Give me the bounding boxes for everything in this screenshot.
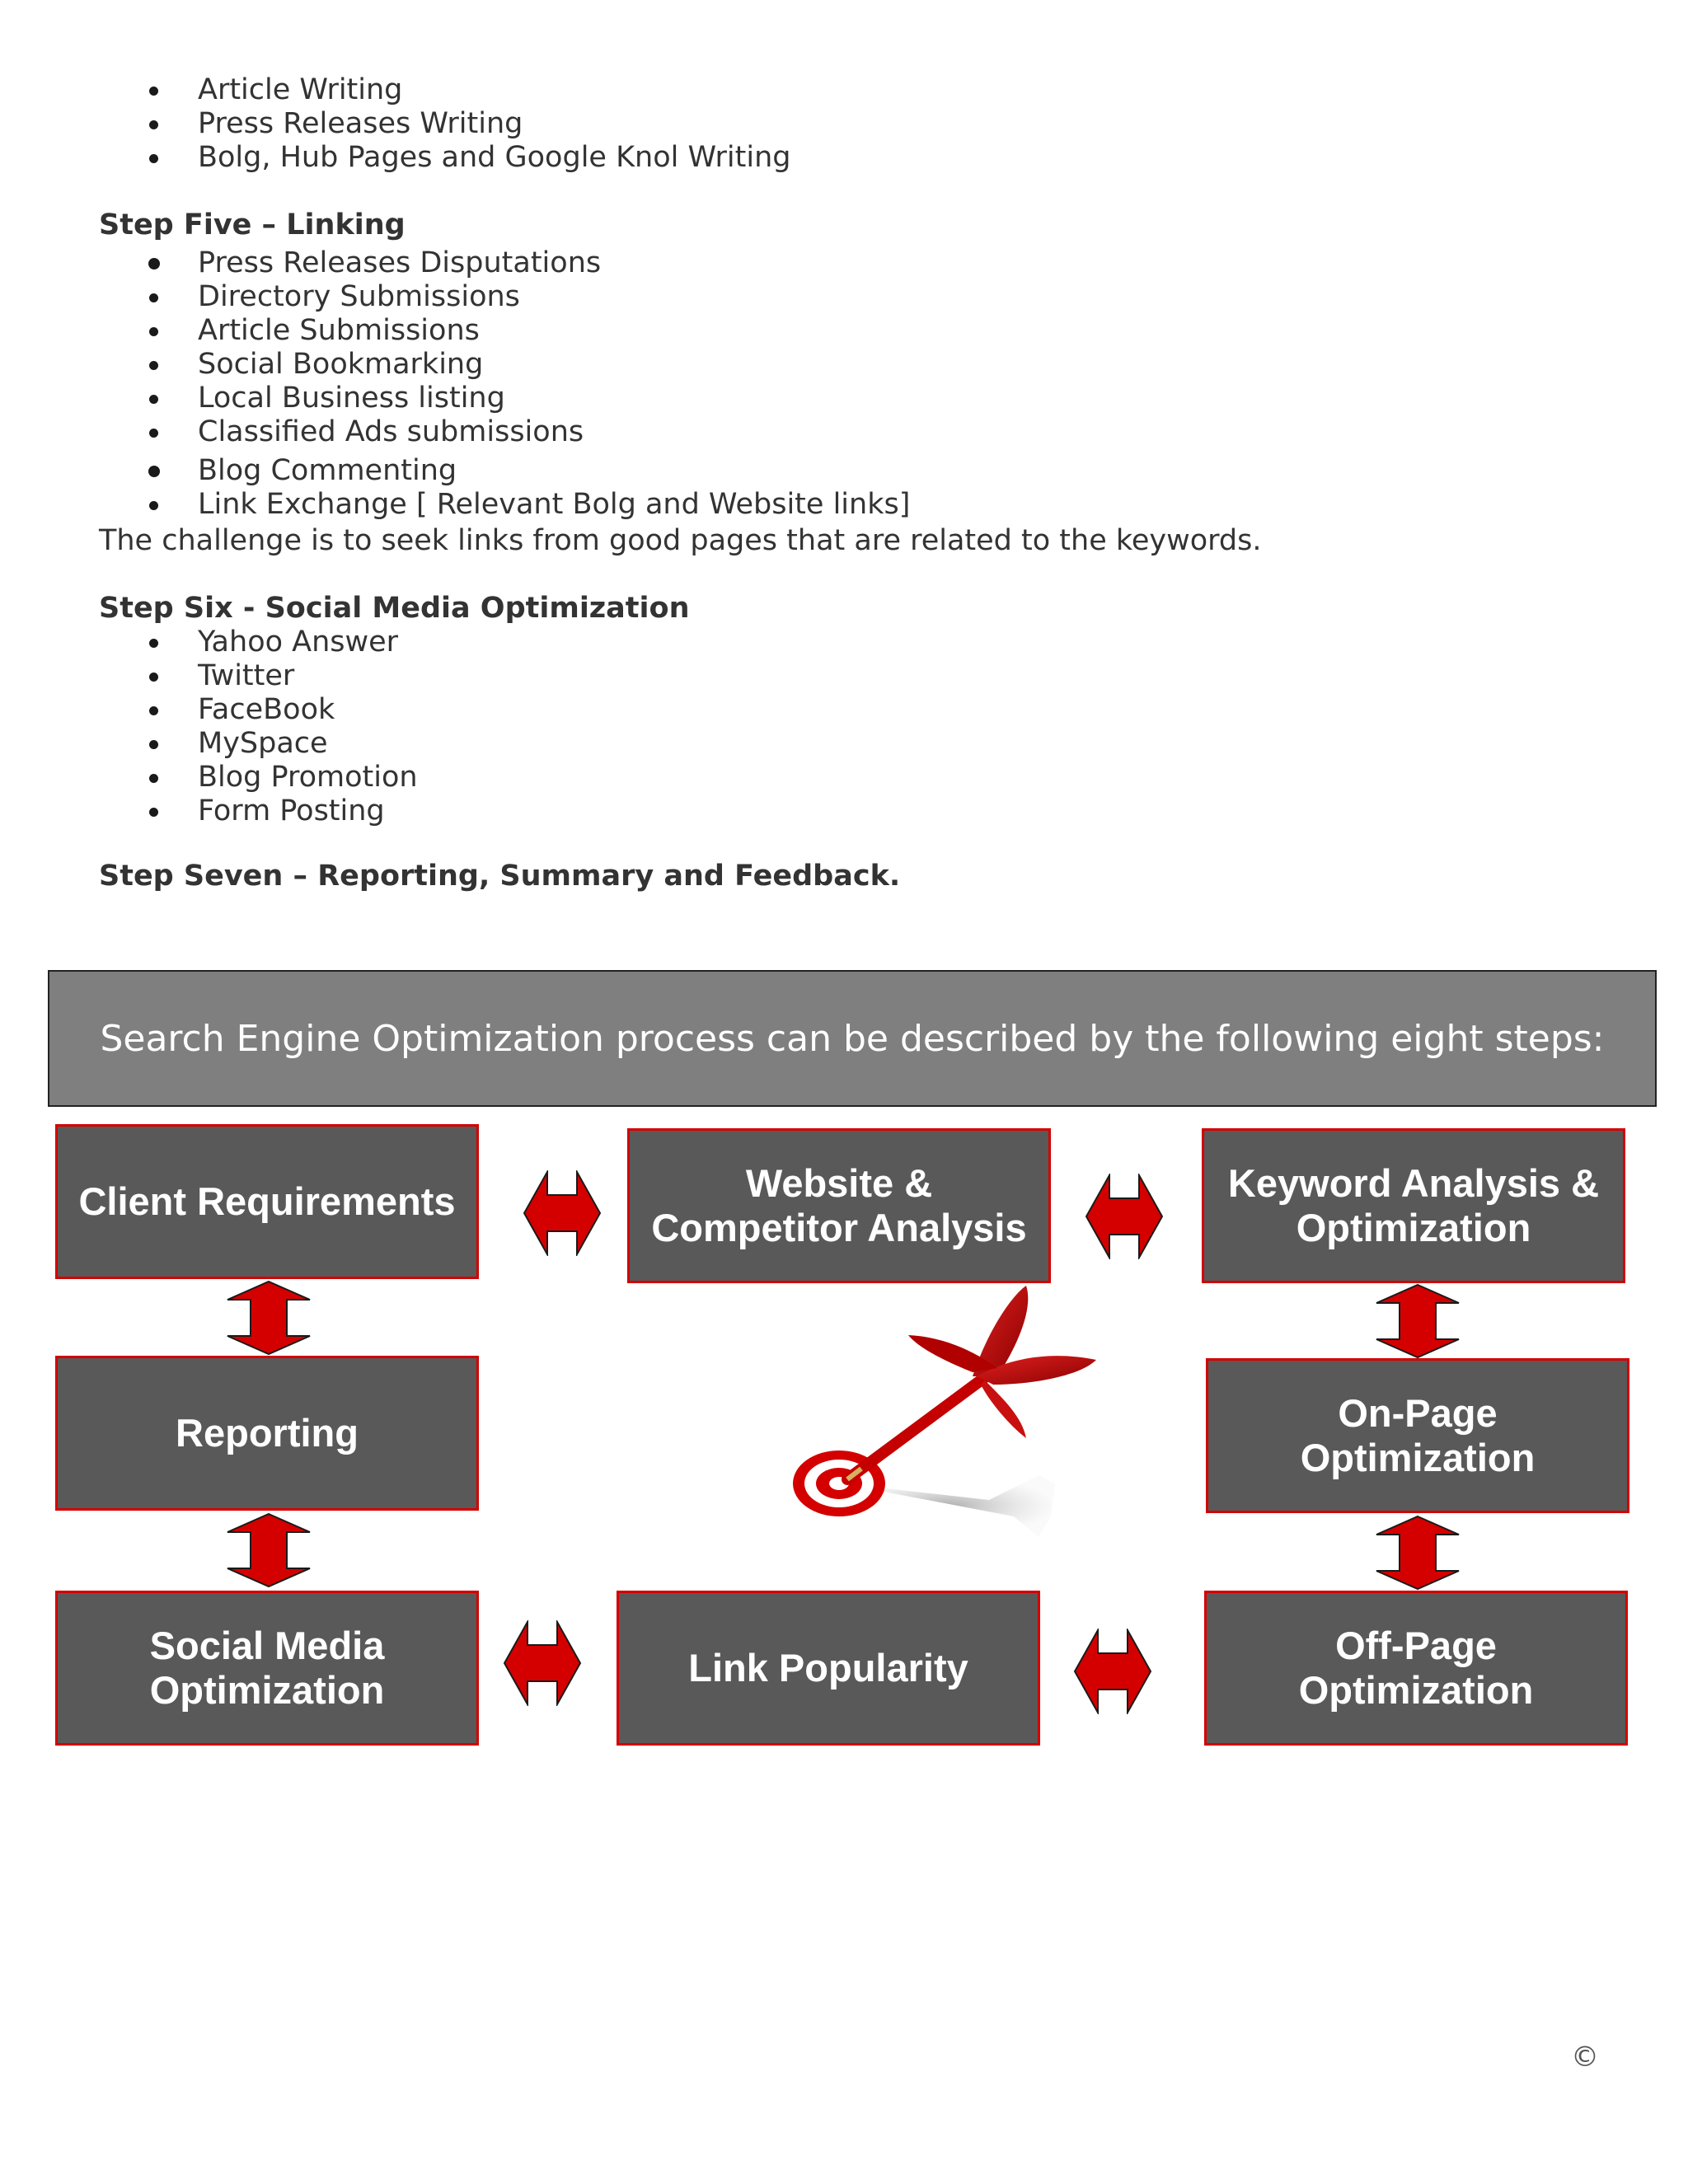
bullet-icon <box>149 639 158 648</box>
bullet-icon <box>149 395 158 404</box>
bullet-icon <box>149 293 158 302</box>
list-item: Link Exchange [ Relevant Bolg and Websit… <box>0 488 1566 522</box>
bullet-icon <box>149 673 158 682</box>
on-page-optimization-box: On-Page Optimization <box>1206 1358 1629 1513</box>
step-six-list: Yahoo Answer Twitter FaceBook MySpace Bl… <box>0 626 1566 828</box>
list-item: Blog Commenting <box>0 454 1566 488</box>
list-item: Social Bookmarking <box>0 348 1566 382</box>
bullet-icon <box>148 466 160 477</box>
bullet-icon <box>149 429 158 438</box>
social-media-optimization-box: Social Media Optimization <box>55 1591 479 1746</box>
keyword-analysis-box: Keyword Analysis & Optimization <box>1202 1128 1625 1283</box>
bullet-icon <box>149 327 158 336</box>
website-competitor-analysis-box: Website & Competitor Analysis <box>627 1128 1051 1283</box>
list-item: Press Releases Disputations <box>0 246 1566 280</box>
bullet-icon <box>149 501 158 510</box>
list-item: MySpace <box>0 727 1566 761</box>
list-item: Yahoo Answer <box>0 626 1566 659</box>
diagram-title: Search Engine Optimization process can b… <box>100 1018 1604 1060</box>
double-arrow-vertical-icon <box>1375 1515 1461 1591</box>
step-five-note: The challenge is to seek links from good… <box>99 524 1262 558</box>
list-item: FaceBook <box>0 693 1566 727</box>
top-bullet-list: Article Writing Press Releases Writing B… <box>0 73 1566 175</box>
double-arrow-horizontal-icon <box>523 1170 602 1256</box>
double-arrow-horizontal-icon <box>1073 1629 1152 1714</box>
list-item: Twitter <box>0 659 1566 693</box>
bullet-icon <box>149 154 158 163</box>
double-arrow-horizontal-icon <box>503 1620 582 1706</box>
step-six-heading: Step Six - Social Media Optimization <box>99 592 690 626</box>
double-arrow-vertical-icon <box>226 1280 312 1356</box>
copyright-mark: © <box>1571 2041 1599 2074</box>
reporting-box: Reporting <box>55 1356 479 1511</box>
double-arrow-horizontal-icon <box>1085 1174 1164 1259</box>
list-item: Form Posting <box>0 794 1566 828</box>
bullet-icon <box>149 361 158 370</box>
list-item: Directory Submissions <box>0 280 1566 314</box>
list-item: Local Business listing <box>0 382 1566 415</box>
step-five-list: Press Releases Disputations Directory Su… <box>0 246 1566 522</box>
link-popularity-box: Link Popularity <box>617 1591 1040 1746</box>
list-item: Bolg, Hub Pages and Google Knol Writing <box>0 141 1566 175</box>
bullet-icon <box>149 706 158 715</box>
off-page-optimization-box: Off-Page Optimization <box>1204 1591 1628 1746</box>
list-item: Article Writing <box>0 73 1566 107</box>
bullet-icon <box>149 740 158 749</box>
bullet-icon <box>149 774 158 783</box>
dart-target-icon <box>767 1277 1137 1574</box>
diagram-title-bar: Search Engine Optimization process can b… <box>48 970 1657 1107</box>
step-seven-heading: Step Seven – Reporting, Summary and Feed… <box>99 860 900 893</box>
list-item: Classified Ads submissions <box>0 415 1566 449</box>
double-arrow-vertical-icon <box>1375 1283 1461 1359</box>
list-item: Blog Promotion <box>0 761 1566 794</box>
bullet-icon <box>149 120 158 129</box>
bullet-icon <box>149 808 158 817</box>
bullet-icon <box>149 87 158 96</box>
client-requirements-box: Client Requirements <box>55 1124 479 1279</box>
bullet-icon <box>148 258 160 269</box>
double-arrow-vertical-icon <box>226 1512 312 1588</box>
step-five-heading: Step Five – Linking <box>99 209 406 242</box>
list-item: Article Submissions <box>0 314 1566 348</box>
list-item: Press Releases Writing <box>0 107 1566 141</box>
